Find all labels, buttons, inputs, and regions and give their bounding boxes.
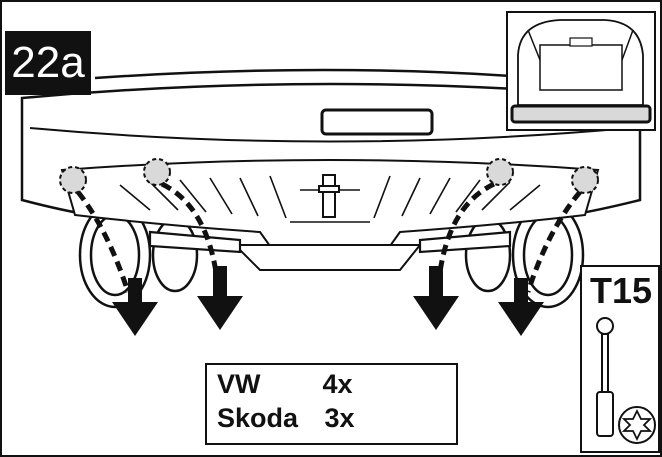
down-arrow-icon (413, 296, 459, 330)
quantity-row-skoda: Skoda 3x (217, 403, 355, 434)
down-arrows (112, 266, 544, 336)
brand-name: VW (217, 369, 261, 399)
down-arrow-icon (112, 302, 158, 336)
crossmembers (148, 230, 512, 254)
fastener-quantity-box: VW 4x Skoda 3x (205, 363, 458, 445)
torx-screwdriver-icon (596, 317, 614, 437)
torx-bit-icon (618, 406, 656, 444)
removal-paths (76, 181, 582, 293)
shield-ribs (119, 175, 541, 223)
quantity-row-vw: VW 4x (217, 369, 353, 400)
down-arrow-icon (498, 302, 544, 336)
clip-marker (486, 158, 514, 186)
car-rear-trunk-open-icon (506, 11, 656, 131)
clip-count: 3x (324, 403, 355, 433)
clip-marker (143, 158, 171, 186)
clip-location-markers (59, 158, 599, 194)
tool-label: T15 (589, 270, 653, 311)
down-arrow-icon (197, 296, 243, 330)
clip-marker (571, 166, 599, 194)
center-stud (318, 174, 340, 218)
brand-name: Skoda (217, 403, 299, 433)
clip-marker (59, 166, 87, 194)
step-number-badge: 22a (5, 31, 91, 95)
clip-count: 4x (322, 369, 353, 399)
